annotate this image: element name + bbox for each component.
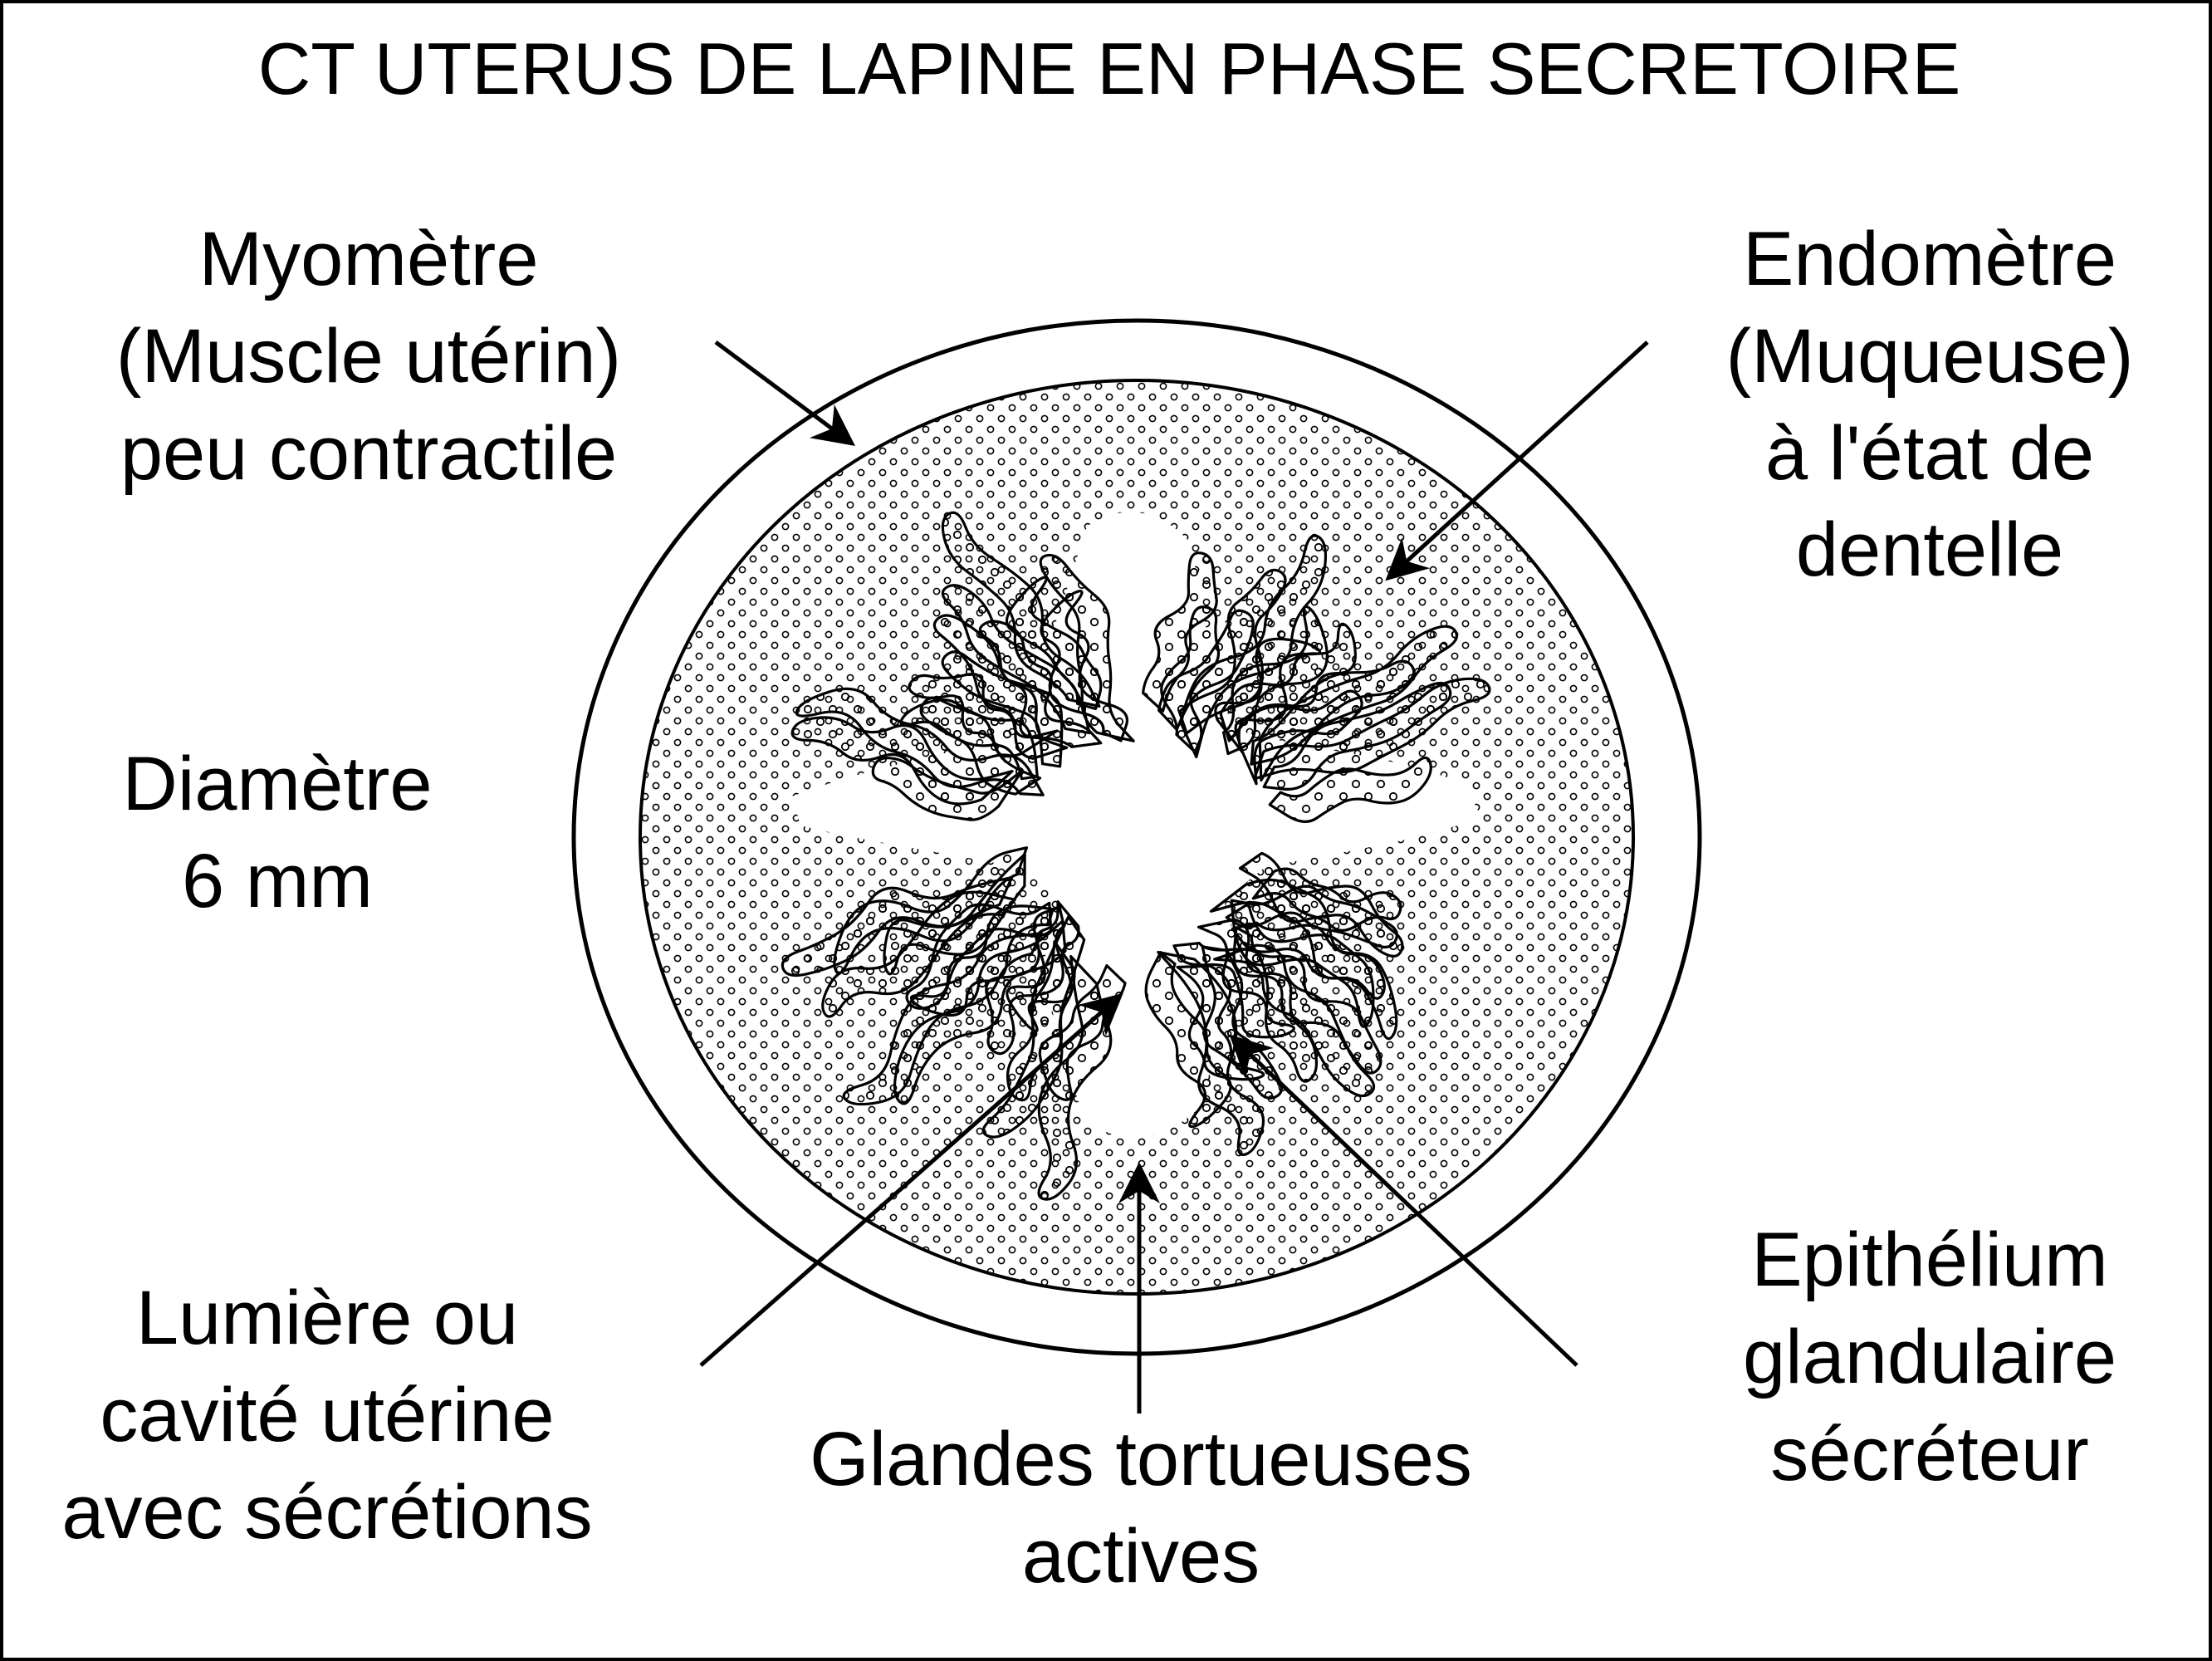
- label-line: Diamètre: [122, 742, 433, 826]
- uterus-cross-section: [571, 318, 1702, 1414]
- label-line: avec sécrétions: [61, 1469, 593, 1555]
- gland: [1180, 534, 1328, 759]
- label-line: à l'état de: [1764, 410, 2095, 496]
- label-diametre: Diamètre 6 mm: [37, 736, 518, 930]
- label-glandes: Glandes tortueuses actives: [717, 1411, 1564, 1605]
- label-line: sécréteur: [1770, 1411, 2089, 1497]
- label-line: Lumière ou: [135, 1276, 519, 1360]
- arrow-lumiere: [699, 992, 1123, 1367]
- label-line: cavité utérine: [100, 1372, 555, 1458]
- label-endometre: Endomètre (Muqueuse) à l'état de dentell…: [1647, 211, 2209, 599]
- gland: [1268, 756, 1432, 823]
- gland: [1039, 553, 1135, 742]
- label-line: (Muscle utérin): [115, 313, 622, 399]
- arrow-epithelium: [1229, 1034, 1578, 1367]
- lumen-cavity: [792, 512, 1481, 1138]
- label-epithelium: Epithélium glandulaire sécréteur: [1656, 1212, 2204, 1502]
- label-lumiere: Lumière ou cavité utérine avec sécrétion…: [3, 1270, 651, 1561]
- label-line: dentelle: [1795, 507, 2064, 593]
- label-line: actives: [1021, 1513, 1260, 1599]
- arrow-myometre: [714, 340, 856, 446]
- gland: [1144, 951, 1232, 1129]
- gland: [1157, 950, 1265, 1156]
- arrow-endometre: [1385, 341, 1649, 581]
- label-myometre: Myomètre (Muscle utérin) peu contractile: [37, 211, 701, 502]
- label-line: 6 mm: [182, 838, 373, 924]
- gland: [781, 876, 1014, 977]
- glandes-tortueuses: [781, 511, 1491, 1201]
- label-line: Endomètre: [1742, 217, 2117, 301]
- label-line: peu contractile: [120, 410, 618, 496]
- label-line: Epithélium: [1751, 1218, 2108, 1302]
- diagram-title: CT UTERUS DE LAPINE EN PHASE SECRETOIRE: [257, 27, 1961, 110]
- gland: [1262, 681, 1452, 791]
- label-line: Glandes tortueuses: [810, 1417, 1472, 1502]
- gland: [1258, 625, 1459, 782]
- label-line: Myomètre: [198, 217, 539, 301]
- label-line: glandulaire: [1742, 1314, 2117, 1399]
- label-line: (Muqueuse): [1725, 313, 2134, 399]
